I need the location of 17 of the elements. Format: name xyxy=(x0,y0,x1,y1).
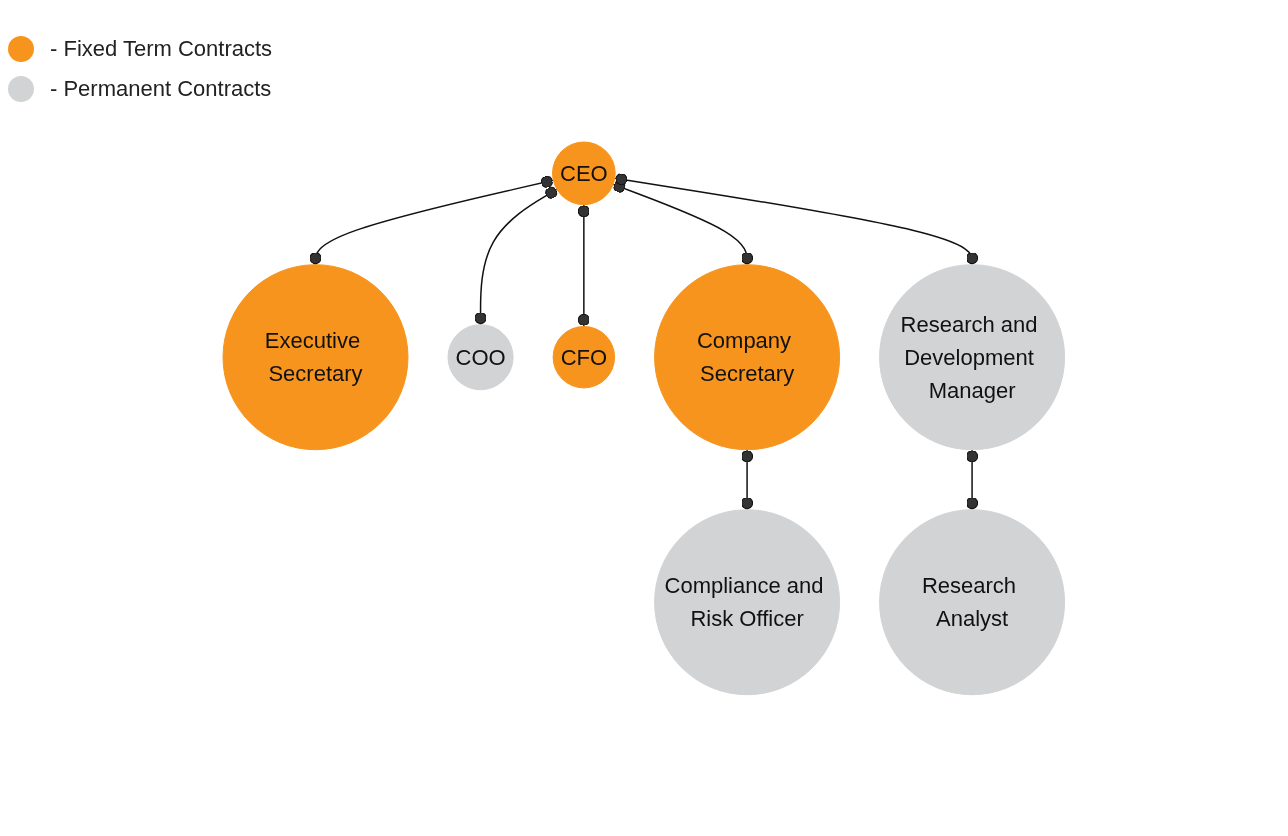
connector xyxy=(474,186,558,326)
connector xyxy=(309,175,555,266)
node-circle: CFO xyxy=(552,325,616,389)
legend-text: - Permanent Contracts xyxy=(50,76,272,102)
node-circle: Executive Secretary xyxy=(222,263,409,450)
connector xyxy=(741,448,754,511)
connector xyxy=(614,172,979,266)
node-circle: CEO xyxy=(552,141,616,205)
connector xyxy=(966,448,979,511)
connector xyxy=(612,180,754,266)
node-circle: Research Analyst xyxy=(879,508,1066,695)
node-circle: Research and Development Manager xyxy=(879,263,1066,450)
node-circle: Compliance and Risk Officer xyxy=(654,508,841,695)
node-circle: Company Secretary xyxy=(654,263,841,450)
legend-text: - Fixed Term Contracts xyxy=(50,36,273,62)
connector xyxy=(578,203,591,327)
node-circle: COO xyxy=(447,323,514,390)
